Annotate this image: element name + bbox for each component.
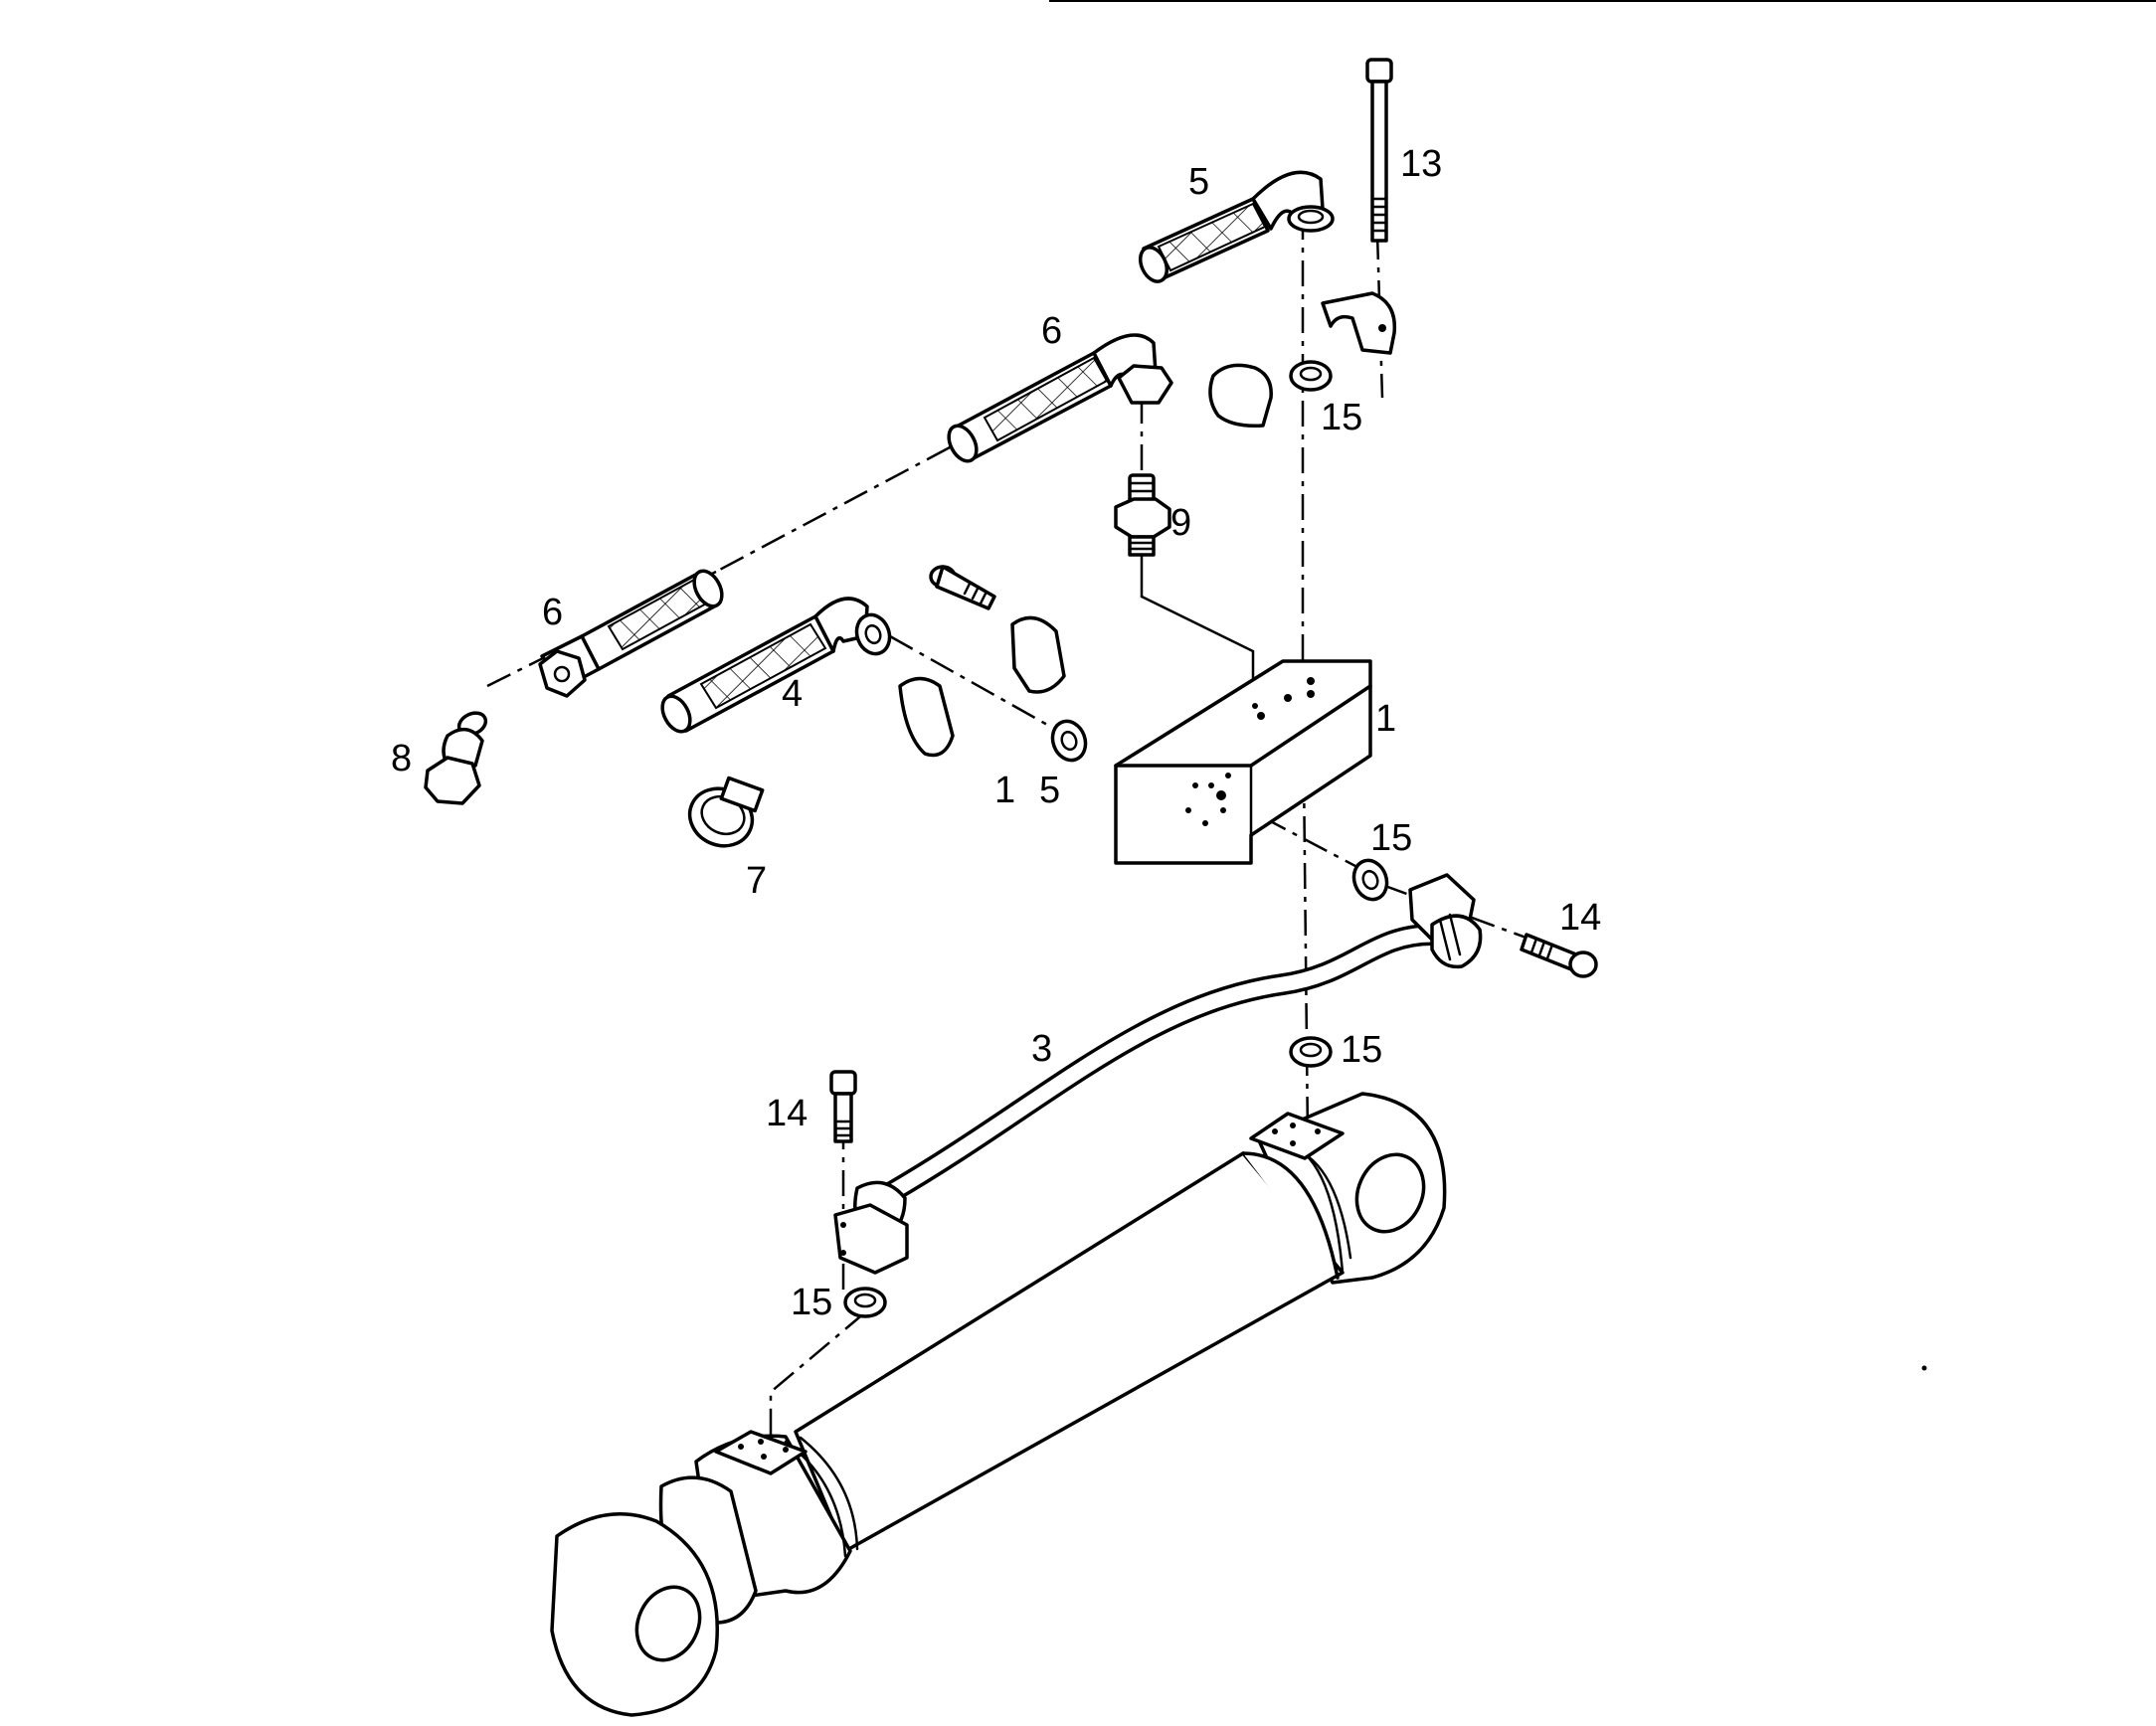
callout-bolt-long: 13 [1400, 143, 1442, 185]
adapter-9 [1114, 473, 1171, 557]
callout-seal-mid: 5 [1039, 770, 1060, 811]
bolt-left-14 [829, 1070, 857, 1143]
seal-right-15 [1351, 858, 1389, 902]
callout-pipe: 3 [1031, 1028, 1052, 1070]
hose-top-5 [1138, 170, 1335, 283]
callout-hose-left: 4 [782, 673, 803, 715]
bolt-small-center [898, 565, 1066, 758]
callout-bolt-right: 14 [1559, 897, 1601, 939]
split-flange-top [1208, 291, 1397, 429]
hydraulic-cylinder [550, 1092, 1447, 1717]
callout-hose-top: 5 [1188, 161, 1209, 203]
callout-seal-right: 15 [1370, 817, 1412, 859]
callout-elbow: 8 [391, 738, 412, 779]
bolt-right-14 [1520, 933, 1598, 978]
pipe-3 [833, 873, 1483, 1275]
callouts: 1 1 3 4 5 5 6 6 7 8 9 13 14 14 15 15 15 … [391, 143, 1601, 1323]
manifold-block-1 [1114, 659, 1372, 865]
callout-bolt-left: 14 [766, 1093, 808, 1134]
callout-clamp: 7 [746, 860, 767, 902]
hose-upper-6 [947, 333, 1173, 463]
callout-manifold: 1 [1375, 698, 1396, 740]
seal-bottom-15 [843, 1287, 887, 1318]
seal-top-15 [1289, 360, 1333, 392]
hose-left-4 [660, 597, 892, 734]
callout-seal-bottom: 15 [791, 1282, 832, 1323]
clamp-7 [687, 776, 765, 848]
callout-manifold-seal: 1 [994, 770, 1015, 811]
callout-hose-lower: 6 [542, 592, 563, 633]
seal-cyl-15 [1289, 1036, 1333, 1068]
callout-adapter: 9 [1170, 502, 1191, 544]
callout-hose-upper: 6 [1041, 310, 1062, 352]
hose-lower-6 [538, 569, 724, 698]
bolt-long-13 [1365, 58, 1393, 243]
seal-mid-5 [1050, 719, 1088, 763]
callout-seal-top: 15 [1321, 397, 1362, 438]
callout-seal-cyl: 15 [1341, 1029, 1382, 1071]
elbow-8 [424, 711, 488, 805]
